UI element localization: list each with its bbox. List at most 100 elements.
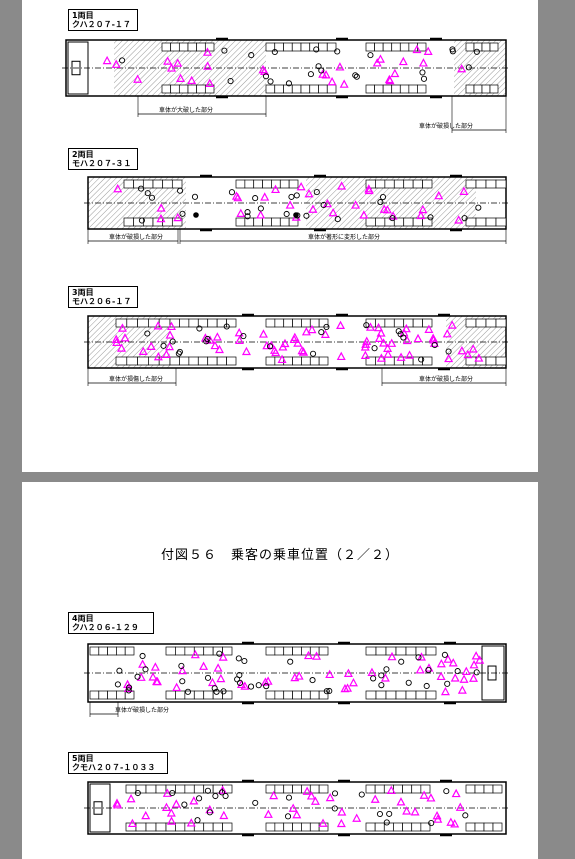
seat [126, 318, 138, 328]
seat [411, 822, 422, 832]
car-1-label: 1両目 クハ２０７-１７ [68, 9, 138, 31]
magenta-triangle-marker [212, 332, 222, 341]
black-circle-marker [116, 667, 123, 674]
seat [262, 217, 272, 227]
magenta-triangle-marker [475, 655, 485, 664]
magenta-triangle-marker [288, 803, 298, 812]
seat [395, 690, 407, 700]
damage-label: 車体が破損した部分 [419, 375, 473, 383]
magenta-triangle-marker [297, 345, 307, 355]
magenta-triangle-marker [451, 788, 461, 798]
seat [142, 179, 154, 189]
seat [465, 179, 477, 189]
seat [384, 179, 395, 189]
black-circle-marker [376, 810, 383, 818]
seat [222, 646, 233, 656]
black-circle-marker [227, 77, 234, 85]
magenta-triangle-marker [269, 790, 279, 800]
seat [292, 784, 302, 794]
magenta-triangle-marker [343, 683, 353, 692]
black-circle-marker [218, 789, 225, 796]
magenta-triangle-marker [359, 210, 369, 219]
car-5-diagram [84, 779, 510, 837]
magenta-triangle-marker [352, 813, 362, 822]
seat [193, 822, 205, 832]
magenta-triangle-marker [296, 182, 306, 191]
seat [184, 690, 195, 700]
damage-label: 車体が損傷した部分 [109, 375, 163, 383]
magenta-triangle-marker [234, 327, 244, 337]
magenta-triangle-marker [166, 808, 176, 817]
seat [175, 822, 186, 832]
seat [265, 822, 276, 832]
black-circle-marker [405, 679, 412, 686]
black-circle-marker [271, 48, 278, 56]
magenta-triangle-marker [113, 183, 123, 193]
black-circle-marker [179, 678, 186, 685]
magenta-triangle-marker [234, 335, 245, 345]
magenta-triangle-marker [426, 793, 436, 802]
seat [279, 217, 290, 227]
magenta-triangle-marker [415, 665, 425, 674]
magenta-triangle-marker [120, 333, 130, 342]
black-circle-marker [284, 813, 292, 820]
magenta-triangle-marker [432, 810, 442, 820]
seat [402, 822, 413, 832]
seat [495, 217, 507, 227]
seat [274, 84, 284, 94]
black-circle-marker [255, 682, 262, 689]
seat [137, 318, 149, 328]
black-circle-marker [191, 193, 199, 200]
black-circle-marker [353, 73, 360, 80]
black-circle-marker [248, 52, 255, 59]
seat [393, 179, 405, 189]
magenta-triangle-marker [362, 336, 372, 345]
black-circle-marker [288, 193, 295, 200]
seat [161, 42, 172, 52]
magenta-triangle-marker [146, 341, 156, 350]
seat [274, 784, 285, 794]
seat [415, 690, 427, 700]
black-circle-marker [475, 204, 482, 211]
magenta-triangle-marker [376, 328, 386, 337]
seat [279, 179, 290, 189]
magenta-triangle-marker [173, 212, 183, 222]
magenta-triangle-marker [156, 203, 166, 212]
seat [135, 784, 147, 794]
black-circle-marker [196, 795, 203, 802]
black-circle-marker [228, 189, 235, 196]
magenta-triangle-marker [374, 333, 384, 342]
magenta-triangle-marker [301, 327, 311, 336]
magenta-triangle-marker [442, 329, 452, 338]
magenta-triangle-marker [258, 64, 268, 74]
black-circle-marker [320, 201, 327, 208]
black-circle-marker [420, 75, 428, 82]
magenta-triangle-marker [176, 73, 186, 82]
seat [98, 646, 108, 656]
black-circle-marker [461, 215, 468, 222]
seat [318, 646, 329, 656]
magenta-triangle-marker [171, 799, 181, 808]
black-circle-marker [176, 348, 183, 355]
seat [292, 646, 302, 656]
magenta-triangle-marker [413, 333, 423, 343]
seat [301, 356, 311, 366]
black-circle-marker [326, 687, 333, 695]
seat [422, 356, 433, 366]
magenta-triangle-marker [199, 661, 209, 670]
seat [187, 42, 198, 52]
magenta-triangle-marker [376, 353, 386, 362]
black-circle-marker [244, 209, 251, 216]
black-circle-marker [137, 185, 145, 192]
magenta-triangle-marker [474, 353, 484, 362]
magenta-triangle-marker [231, 191, 241, 200]
seat [288, 179, 299, 189]
magenta-triangle-marker [336, 351, 346, 361]
seat [318, 822, 329, 832]
seat [422, 217, 433, 227]
magenta-triangle-marker [190, 649, 200, 659]
black-circle-marker [252, 799, 259, 806]
magenta-triangle-marker [387, 651, 397, 661]
seat [300, 42, 311, 52]
